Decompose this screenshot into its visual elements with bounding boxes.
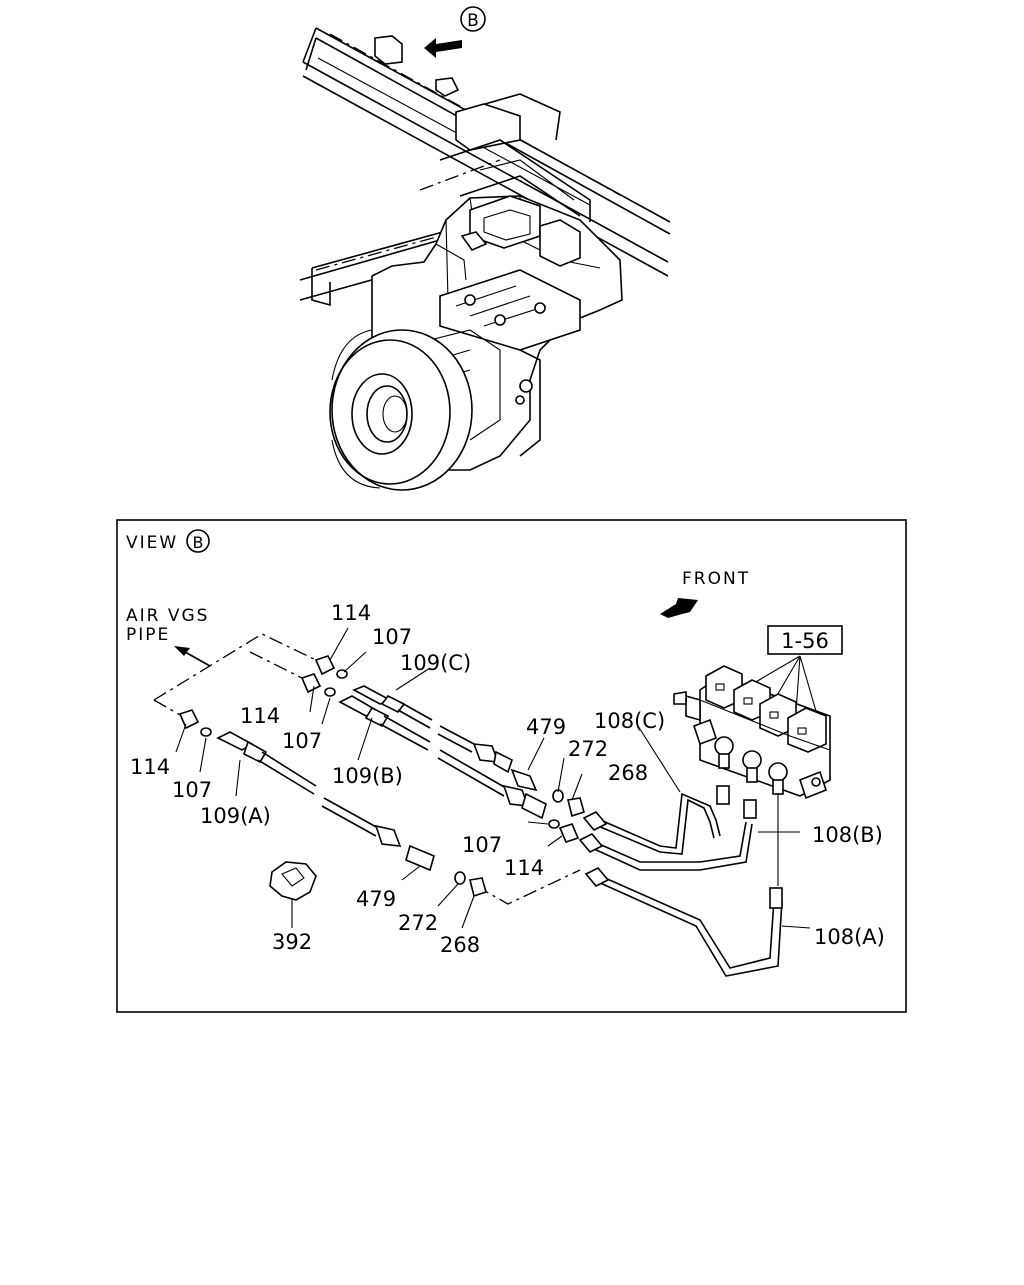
pipe-108b bbox=[589, 821, 747, 863]
washer-107-left bbox=[200, 727, 212, 737]
leader-lines bbox=[175, 627, 811, 929]
front-arrow-icon bbox=[660, 598, 698, 618]
label-268-upper: 268 bbox=[608, 761, 648, 785]
label-479-upper: 479 bbox=[526, 715, 566, 739]
label-108a: 108(A) bbox=[814, 925, 885, 949]
nut-268-lower bbox=[469, 877, 487, 898]
label-109a: 109(A) bbox=[200, 804, 271, 828]
view-marker: B bbox=[193, 533, 204, 552]
top-view-marker-circle bbox=[460, 6, 486, 32]
air-pipe-label-line2: PIPE bbox=[126, 625, 170, 645]
washer-107-right bbox=[548, 819, 560, 829]
assembly-ref-box bbox=[767, 625, 843, 655]
label-107-right: 107 bbox=[462, 833, 502, 857]
label-272-upper: 272 bbox=[568, 737, 608, 761]
air-pipe-arrow-icon bbox=[174, 646, 190, 656]
label-114-top: 114 bbox=[331, 601, 371, 625]
nut-114-left bbox=[178, 709, 200, 730]
label-272-lower: 272 bbox=[398, 911, 438, 935]
label-268-lower: 268 bbox=[440, 933, 480, 957]
label-107-mid: 107 bbox=[282, 729, 322, 753]
nut-114-right bbox=[558, 823, 580, 843]
label-114-right: 114 bbox=[504, 856, 544, 880]
label-107-top: 107 bbox=[372, 625, 412, 649]
label-108b: 108(B) bbox=[812, 823, 883, 847]
view-marker-circle bbox=[186, 529, 210, 553]
part-labels: 114 107 109(C) 114 107 109(B) 114 107 10… bbox=[130, 601, 885, 957]
label-479-lower: 479 bbox=[356, 887, 396, 911]
air-pipe-label-line1: AIR VGS bbox=[126, 606, 209, 626]
nut-114-mid bbox=[300, 673, 322, 694]
label-114-mid: 114 bbox=[240, 704, 280, 728]
assembly-ref-label: 1-56 bbox=[781, 629, 829, 653]
nut-268-upper bbox=[567, 797, 585, 818]
label-109b: 109(B) bbox=[332, 764, 403, 788]
chassis-illustration: B bbox=[299, 6, 671, 491]
pipe-108c bbox=[595, 792, 721, 849]
label-108c: 108(C) bbox=[594, 709, 665, 733]
hose-109c bbox=[352, 685, 513, 774]
label-114-left: 114 bbox=[130, 755, 170, 779]
washer-107-mid bbox=[324, 687, 336, 697]
top-view-marker: B bbox=[467, 11, 479, 31]
pipe-108a bbox=[595, 873, 775, 969]
label-109c: 109(C) bbox=[400, 651, 471, 675]
nut-114-top bbox=[314, 655, 336, 676]
view-title: VIEW bbox=[126, 533, 178, 553]
label-392: 392 bbox=[272, 930, 312, 954]
washer-272-lower bbox=[454, 871, 466, 885]
hose-109a bbox=[216, 731, 435, 872]
front-label: FRONT bbox=[682, 569, 750, 589]
solenoid-valve-assembly: 1-56 bbox=[673, 625, 843, 800]
clip-392 bbox=[269, 861, 317, 901]
hose-109b bbox=[338, 695, 547, 820]
label-107-left: 107 bbox=[172, 778, 212, 802]
view-direction-arrow-icon bbox=[424, 38, 462, 58]
adapter-479-upper bbox=[510, 768, 538, 792]
view-b-frame bbox=[116, 519, 907, 1013]
